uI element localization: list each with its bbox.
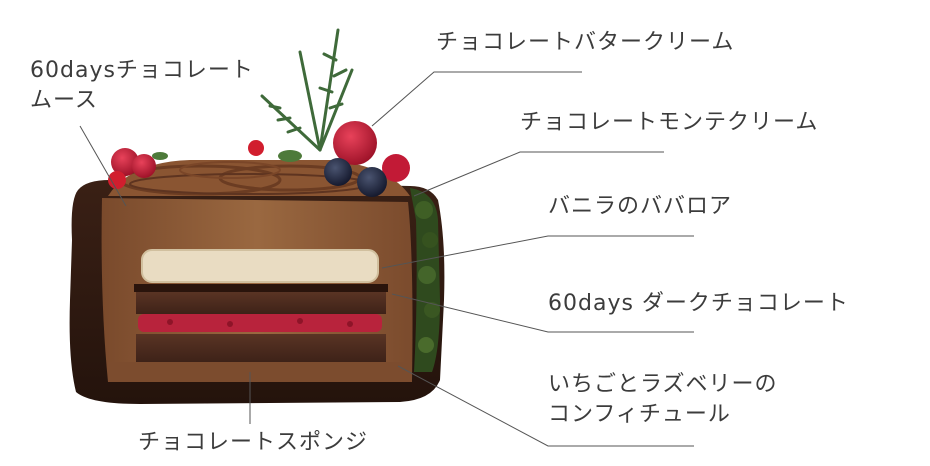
sponge-layer-top xyxy=(136,292,386,314)
label-sponge: チョコレートスポンジ xyxy=(138,430,369,455)
leader-butter-cream xyxy=(371,71,582,127)
label-mousse: 60daysチョコレート ムース xyxy=(30,58,254,113)
decorations xyxy=(108,28,410,197)
raspberry xyxy=(333,121,377,165)
label-bavarois: バニラのババロア xyxy=(548,194,733,219)
label-butter-cream: チョコレートバタークリーム xyxy=(436,30,735,55)
pistachio-crust xyxy=(410,188,440,372)
dark-chocolate-layer xyxy=(134,284,388,292)
label-dark-chocolate: 60days ダークチョコレート xyxy=(548,291,849,316)
bottom-band xyxy=(108,362,412,382)
sponge-layer-bottom xyxy=(136,334,386,362)
label-confiture: いちごとラズベリーの コンフィチュール xyxy=(548,372,778,427)
vanilla-bavarois-layer xyxy=(141,249,379,283)
leader-dark-chocolate xyxy=(391,293,694,333)
leader-lines xyxy=(79,71,694,447)
leader-monte-cream xyxy=(413,151,664,197)
rosemary-sprig xyxy=(260,28,354,152)
leader-bavarois xyxy=(381,235,694,269)
leader-mousse xyxy=(79,125,127,207)
label-monte-cream: チョコレートモンテクリーム xyxy=(520,110,819,135)
confiture-layer xyxy=(138,314,382,332)
leader-confiture xyxy=(397,365,694,447)
blueberry xyxy=(357,167,387,197)
redcurrant xyxy=(248,140,264,156)
